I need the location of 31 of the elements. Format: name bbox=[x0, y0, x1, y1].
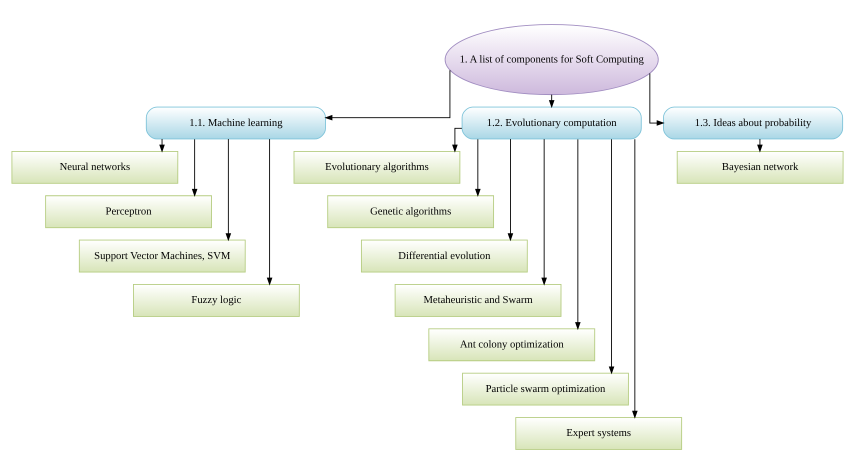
arrow bbox=[608, 138, 614, 374]
node-box: Metaheuristic and Swarm bbox=[394, 284, 562, 317]
arrow bbox=[324, 70, 450, 120]
arrow bbox=[649, 72, 665, 126]
node-box: Expert systems bbox=[515, 417, 682, 450]
node-box: 1.2. Evolutionary computation bbox=[462, 106, 642, 140]
arrow bbox=[475, 138, 481, 197]
node-box: Differential evolution bbox=[360, 240, 528, 272]
arrow bbox=[192, 138, 198, 197]
arrow bbox=[575, 138, 581, 330]
node-box: Evolutionary algorithms bbox=[294, 150, 460, 184]
node-box: Perceptron bbox=[45, 195, 212, 228]
arrow bbox=[159, 138, 165, 153]
arrow bbox=[508, 138, 514, 242]
node-box: Particle swarm optimization bbox=[462, 372, 629, 406]
node-box: Fuzzy logic bbox=[133, 284, 300, 317]
node-box: Genetic algorithms bbox=[327, 195, 494, 228]
node-box: Support Vector Machines, SVM bbox=[78, 240, 246, 272]
arrow bbox=[548, 94, 554, 108]
node-box: Neural networks bbox=[11, 150, 178, 184]
node-box: 1.3. Ideas about probability bbox=[663, 106, 844, 140]
arrow bbox=[452, 128, 462, 153]
node-box: 1.1. Machine learning bbox=[146, 106, 326, 140]
node-ellipse: 1. A list of components for Soft Computing bbox=[444, 24, 659, 96]
arrow bbox=[266, 138, 272, 286]
arrow bbox=[226, 138, 232, 242]
arrow bbox=[757, 138, 763, 153]
node-box: Bayesian network bbox=[676, 150, 844, 184]
arrow bbox=[632, 138, 638, 419]
arrow bbox=[541, 138, 547, 286]
node-box: Ant colony optimization bbox=[428, 328, 596, 362]
